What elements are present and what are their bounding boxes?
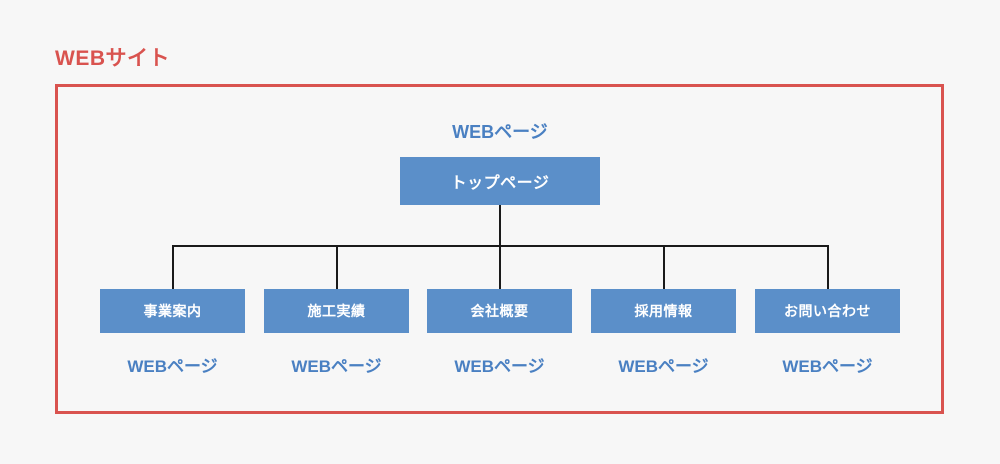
connector-drop-child-2 <box>336 245 338 290</box>
child-caption-5: WEBページ <box>782 357 873 376</box>
root-node-caption: WEBページ <box>452 122 548 142</box>
node-recruit-info[interactable]: 採用情報 <box>591 289 736 333</box>
node-contact[interactable]: お問い合わせ <box>755 289 900 333</box>
connector-drop-child-1 <box>172 245 174 290</box>
connector-drop-child-4 <box>663 245 665 290</box>
child-caption-4: WEBページ <box>618 357 709 376</box>
child-caption-2: WEBページ <box>291 357 382 376</box>
node-top-page[interactable]: トップページ <box>400 157 600 205</box>
node-business-guide[interactable]: 事業案内 <box>100 289 245 333</box>
connector-drop-child-3 <box>499 245 501 290</box>
child-caption-1: WEBページ <box>127 357 218 376</box>
site-title: WEBサイト <box>55 47 170 70</box>
node-construction-record[interactable]: 施工実績 <box>264 289 409 333</box>
website-boundary-frame <box>55 84 944 414</box>
connector-drop-child-5 <box>827 245 829 290</box>
node-company-profile[interactable]: 会社概要 <box>427 289 572 333</box>
connector-root-drop <box>499 205 501 247</box>
child-caption-3: WEBページ <box>454 357 545 376</box>
